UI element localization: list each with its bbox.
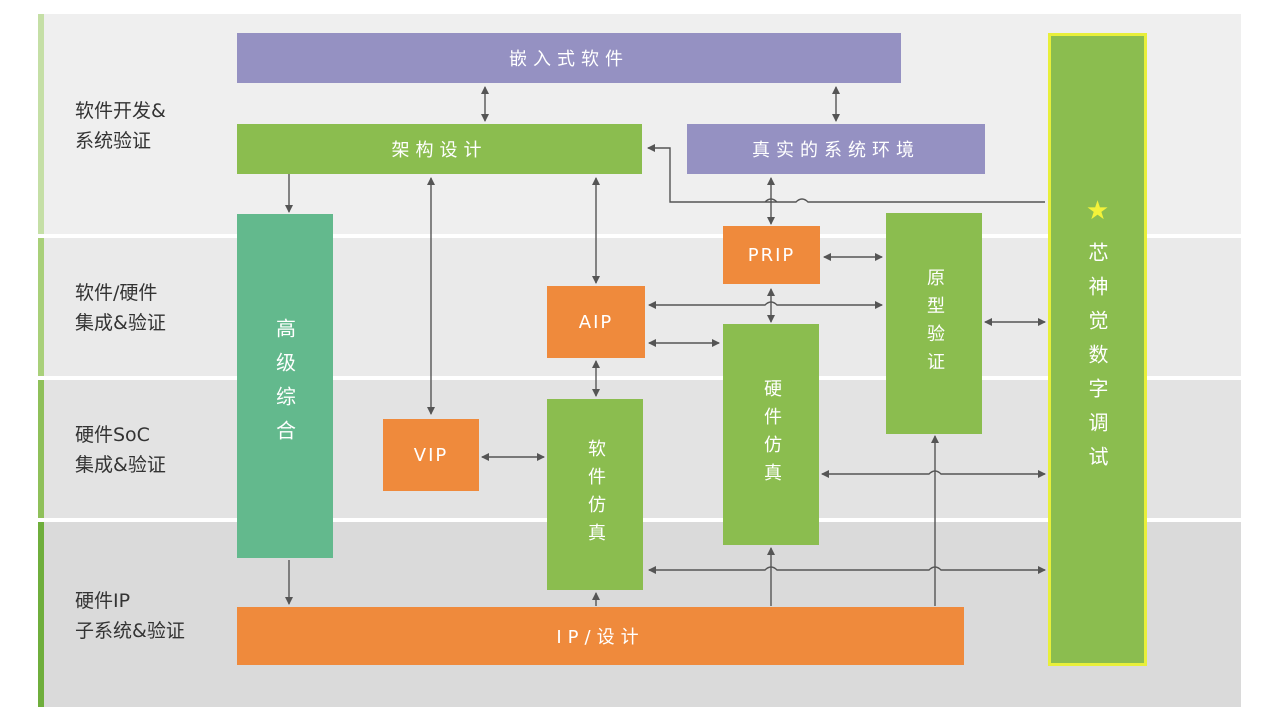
aip-box: AIP bbox=[547, 286, 645, 358]
embedded-software-label: 嵌入式软件 bbox=[509, 49, 629, 70]
band-label-swhw: 软件/硬件 集成&验证 bbox=[75, 282, 166, 334]
band-accent bbox=[38, 14, 44, 234]
band-accent bbox=[38, 238, 44, 376]
star-icon: ★ bbox=[1085, 196, 1110, 226]
band-label-soc: 硬件SoC 集成&验证 bbox=[75, 424, 166, 476]
software-simulation-box: 软件仿真 bbox=[547, 399, 643, 590]
hardware-simulation-box: 硬件仿真 bbox=[723, 324, 819, 545]
hardware-simulation-label: 硬件仿真 bbox=[761, 378, 782, 491]
band-label-ip: 硬件IP 子系统&验证 bbox=[75, 590, 185, 642]
vip-label: VIP bbox=[413, 444, 449, 466]
embedded-software-box: 嵌入式软件 bbox=[237, 33, 901, 83]
prototype-verification-label: 原型验证 bbox=[924, 267, 945, 380]
prip-label: PRIP bbox=[747, 244, 796, 266]
high-level-synthesis-box: 高级综合 bbox=[237, 214, 333, 558]
prip-box: PRIP bbox=[723, 226, 820, 284]
arrow-swsim-debug bbox=[648, 566, 1046, 574]
arrow-arch-debug bbox=[647, 144, 1045, 203]
band-accent bbox=[38, 522, 44, 707]
architecture-design-box: 架构设计 bbox=[237, 124, 642, 174]
ip-design-label: IP/设计 bbox=[556, 627, 645, 648]
vip-box: VIP bbox=[383, 419, 479, 491]
band-label-software: 软件开发& 系统验证 bbox=[75, 100, 166, 152]
digital-debug-label: 芯神觉数字调试 bbox=[1085, 242, 1109, 480]
real-system-env-box: 真实的系统环境 bbox=[687, 124, 985, 174]
digital-debug-box: ★ 芯神觉数字调试 bbox=[1048, 33, 1147, 666]
real-system-env-label: 真实的系统环境 bbox=[752, 140, 920, 161]
arrow-aip-proto bbox=[648, 301, 883, 309]
aip-label: AIP bbox=[578, 311, 614, 333]
band-accent bbox=[38, 380, 44, 518]
ip-design-box: IP/设计 bbox=[237, 607, 964, 665]
architecture-design-label: 架构设计 bbox=[391, 140, 488, 161]
arrow-hwsim-debug bbox=[821, 470, 1046, 478]
prototype-verification-box: 原型验证 bbox=[886, 213, 982, 434]
high-level-synthesis-label: 高级综合 bbox=[272, 318, 297, 454]
software-simulation-label: 软件仿真 bbox=[585, 438, 606, 551]
